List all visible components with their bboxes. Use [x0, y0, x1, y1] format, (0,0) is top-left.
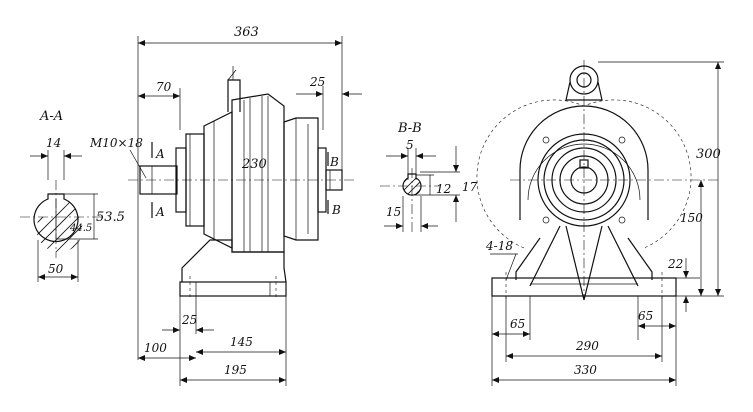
front-total-height: 300 [696, 147, 721, 162]
front-view: 300 150 22 4-18 65 65 290 330 [476, 60, 724, 386]
side-foot-span: 145 [230, 335, 253, 349]
side-view: 363 70 25 M10×18 A A [89, 25, 362, 386]
front-foot-right: 65 [638, 309, 653, 323]
section-aa-height: 53.5 [96, 210, 125, 225]
section-aa-diameter: 44.5 [69, 223, 92, 234]
section-bb: B-B 5 12 17 15 [380, 121, 478, 232]
front-hole-spec: 4-18 [485, 239, 513, 253]
front-foot-left: 65 [510, 317, 525, 331]
section-a-mark-top: A [155, 147, 165, 161]
side-foot-offset: 25 [181, 313, 197, 327]
section-aa-length: 50 [48, 262, 64, 276]
front-center-height: 150 [680, 211, 703, 225]
section-bb-height-outer: 17 [462, 180, 478, 194]
section-aa-key-width: 14 [46, 136, 61, 150]
section-bb-height-inner: 12 [436, 182, 451, 196]
section-bb-key-width: 5 [406, 138, 414, 152]
section-aa: A-A 14 53.5 44.5 5 [20, 109, 125, 282]
side-shaft-length: 70 [156, 80, 172, 94]
front-hole-span: 290 [575, 339, 599, 353]
section-bb-diameter: 15 [386, 205, 401, 219]
side-foot-start: 100 [144, 341, 167, 355]
front-base-thickness: 22 [667, 257, 683, 271]
section-b-mark-bottom: B [331, 203, 341, 217]
side-center-height: 230 [241, 157, 267, 172]
side-thread-label: M10×18 [89, 136, 143, 150]
side-foot-length: 195 [224, 363, 247, 377]
section-bb-title: B-B [397, 121, 422, 136]
section-b-mark-top: B [329, 155, 339, 169]
side-overall-length: 363 [234, 25, 259, 40]
section-aa-title: A-A [39, 109, 63, 124]
section-a-mark-bottom: A [155, 205, 165, 219]
front-base-width: 330 [574, 363, 597, 377]
side-output-length: 25 [309, 75, 325, 89]
